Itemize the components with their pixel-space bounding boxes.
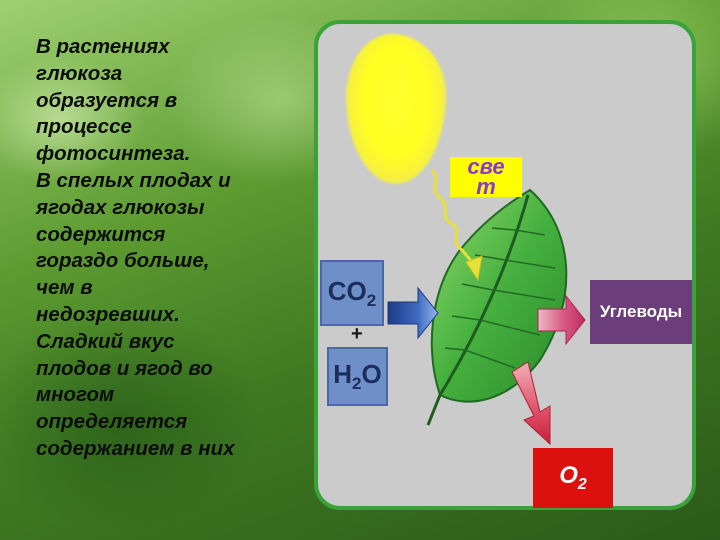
o2-formula: O2	[559, 462, 587, 494]
light-label: свет	[450, 156, 522, 198]
h2o-o: O	[361, 359, 382, 389]
input-arrow-icon	[387, 286, 439, 340]
light-ray-icon	[430, 168, 474, 263]
h2o-formula: H2O	[333, 359, 381, 394]
leaf-icon	[426, 188, 568, 426]
co2-formula: CO2	[328, 276, 376, 311]
carbohydrates-box: Углеводы	[590, 280, 692, 344]
plus-sign: +	[351, 323, 363, 345]
description-text: В растениях глюкоза образуется в процесс…	[36, 35, 235, 460]
carbohydrates-arrow-icon	[537, 294, 586, 346]
o2-subscript: 2	[577, 476, 587, 493]
h2o-h: H	[333, 359, 353, 389]
co2-box: CO2	[320, 260, 384, 326]
co2-main: CO	[327, 275, 367, 306]
oxygen-arrow-icon	[511, 361, 551, 446]
co2-subscript: 2	[366, 290, 377, 310]
sun-icon	[346, 34, 446, 184]
light-ray-arrowhead-icon	[465, 255, 483, 282]
h2o-box: H2O	[327, 347, 388, 406]
h2o-subscript: 2	[352, 374, 362, 393]
o2-box: O2	[533, 448, 613, 508]
o2-main: O	[559, 462, 578, 489]
